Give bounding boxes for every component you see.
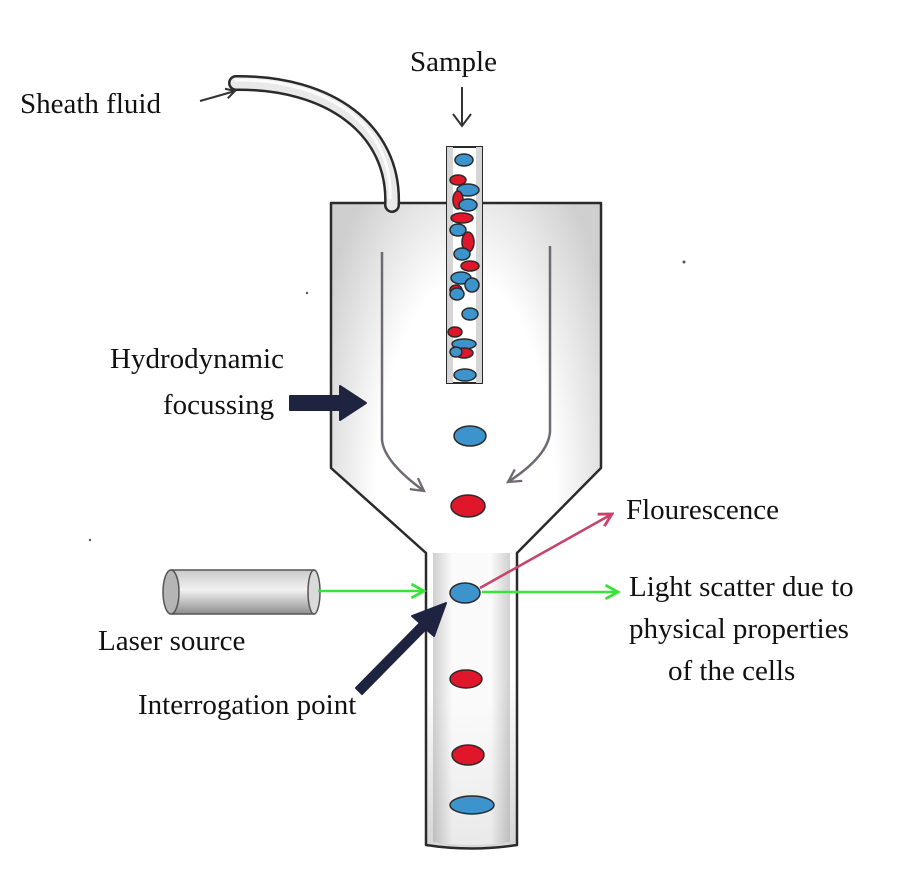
laser-source-label: Laser source [98, 625, 245, 657]
interrogation-arrow [355, 602, 447, 695]
light-scatter-label-line3: of the cells [668, 655, 795, 687]
cell-red [449, 174, 467, 186]
hydrodynamic-label-line1: Hydrodynamic [110, 343, 284, 375]
right-flow-arrow [508, 246, 552, 482]
hydrodynamic-label-line2: focussing [163, 389, 274, 421]
cell-red [450, 494, 486, 518]
cell-blue [449, 346, 463, 358]
laser-source [162, 569, 321, 615]
cell-red [449, 669, 483, 689]
cell-blue [453, 247, 471, 261]
cell-blue [464, 277, 480, 293]
cell-red [450, 212, 474, 224]
focused-cells [449, 425, 495, 815]
cell-blue [458, 198, 478, 212]
cell-blue-interrogated [449, 582, 481, 604]
sheath-fluid-tube [228, 74, 401, 213]
cell-blue [454, 153, 474, 167]
flourescence-label: Flourescence [626, 494, 779, 526]
cell-blue [449, 223, 467, 237]
flow-chamber [329, 201, 603, 850]
interrogation-point-label: Interrogation point [138, 689, 356, 721]
light-scatter-label-line1: Light scatter due to [629, 571, 854, 603]
sample-arrow [452, 87, 472, 128]
fluorescence-ray [479, 514, 612, 590]
sheath-fluid-arrow [199, 91, 235, 102]
sample-label: Sample [410, 46, 497, 78]
sheath-fluid-label: Sheath fluid [20, 88, 161, 120]
cell-blue [449, 287, 465, 301]
cell-blue [449, 795, 495, 815]
cell-red [447, 326, 463, 338]
cell-blue [461, 307, 479, 321]
cell-red [451, 744, 485, 766]
cell-blue [453, 368, 477, 382]
sheath-flow-arrows [380, 246, 552, 491]
left-flow-arrow [380, 252, 424, 491]
sample-cells [447, 153, 480, 382]
speckles [88, 260, 686, 542]
cell-red [460, 260, 480, 272]
cell-blue [456, 183, 480, 197]
hydrodynamic-arrow [289, 385, 367, 421]
light-scatter-label-line2: physical properties [629, 613, 849, 645]
cell-blue [453, 425, 487, 447]
